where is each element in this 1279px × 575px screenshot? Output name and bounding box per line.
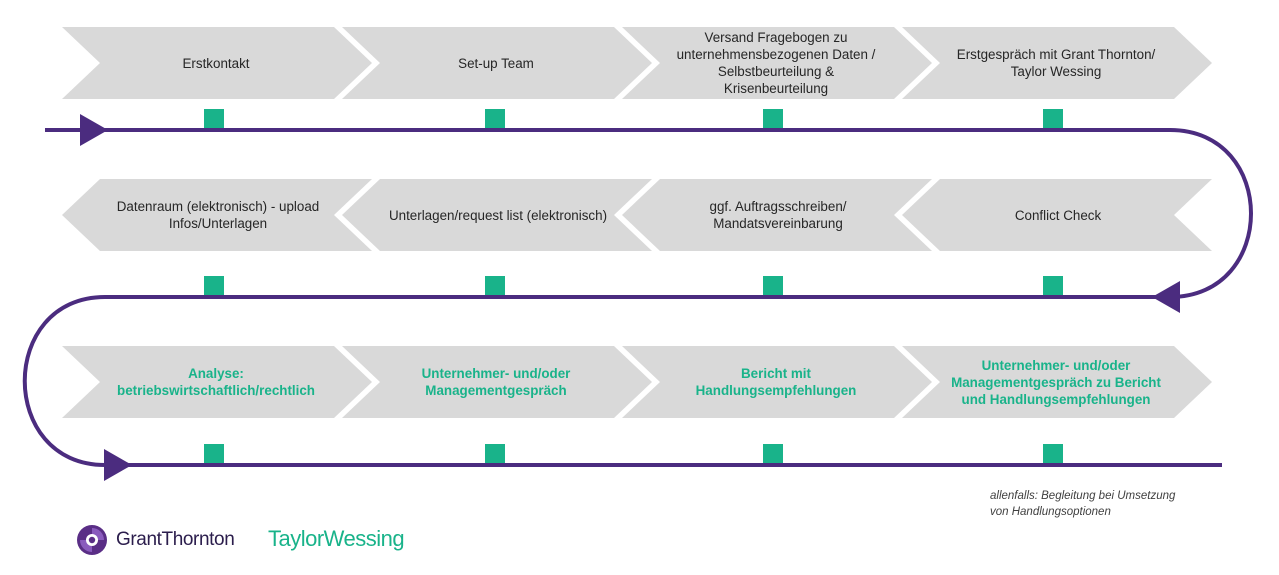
grant-thornton-wordmark: GrantThornton — [116, 529, 235, 550]
step-label: Unternehmer- und/oder Managementgespräch… — [951, 357, 1161, 407]
step-label: Set-up Team — [458, 55, 534, 71]
milestone-marker — [1043, 444, 1063, 463]
milestone-marker — [763, 109, 783, 128]
milestone-marker — [763, 444, 783, 463]
arrowhead-start — [80, 114, 108, 146]
milestone-marker — [204, 444, 224, 463]
step-label: Versand Fragebogen zu unternehmensbezoge… — [676, 30, 876, 96]
step-managementgespraech-bericht: Unternehmer- und/oder Managementgespräch… — [902, 346, 1212, 418]
step-auftragsschreiben: ggf. Auftragsschreiben/ Mandatsvereinbar… — [622, 179, 932, 251]
milestone-marker — [204, 276, 224, 295]
step-label: Bericht mit Handlungsempfehlungen — [695, 366, 857, 398]
milestone-marker — [763, 276, 783, 295]
milestone-marker — [1043, 109, 1063, 128]
step-label: Datenraum (elektronisch) - upload Infos/… — [116, 199, 320, 231]
step-set-up-team: Set-up Team — [342, 27, 652, 99]
milestone-marker — [204, 109, 224, 128]
timeline-line — [22, 128, 1253, 467]
step-erstgespraech: Erstgespräch mit Grant Thornton/ Taylor … — [902, 27, 1212, 99]
follow-up-note: allenfalls: Begleitung bei Umsetzung von… — [990, 488, 1175, 520]
arrowhead-middle — [1152, 281, 1180, 313]
step-managementgespraech: Unternehmer- und/oder Managementgespräch — [342, 346, 652, 418]
step-label: Erstgespräch mit Grant Thornton/ Taylor … — [956, 47, 1156, 79]
step-label: Conflict Check — [1014, 207, 1102, 223]
step-datenraum: Datenraum (elektronisch) - upload Infos/… — [62, 179, 372, 251]
step-conflict-check: Conflict Check — [902, 179, 1212, 251]
step-erstkontakt: Erstkontakt — [62, 27, 372, 99]
step-analyse: Analyse: betriebswirtschaftlich/rechtlic… — [62, 346, 372, 418]
milestone-marker — [485, 276, 505, 295]
milestone-marker — [485, 109, 505, 128]
step-label: Analyse: betriebswirtschaftlich/rechtlic… — [117, 366, 315, 398]
step-label: Unternehmer- und/oder Managementgespräch — [421, 366, 571, 398]
taylor-wessing-logo: TaylorWessing — [268, 526, 405, 551]
grant-thornton-emblem-icon — [77, 525, 107, 555]
step-unterlagen-request-list: Unterlagen/request list (elektronisch) — [342, 179, 652, 251]
step-label: Erstkontakt — [182, 55, 250, 71]
grant-thornton-logo: GrantThornton — [76, 524, 235, 556]
step-label: Unterlagen/request list (elektronisch) — [388, 207, 608, 223]
step-bericht: Bericht mit Handlungsempfehlungen — [622, 346, 932, 418]
milestone-marker — [485, 444, 505, 463]
step-label: ggf. Auftragsschreiben/ Mandatsvereinbar… — [709, 199, 847, 231]
step-versand-fragebogen: Versand Fragebogen zu unternehmensbezoge… — [622, 27, 932, 99]
milestone-marker — [1043, 276, 1063, 295]
note-line: von Handlungsoptionen — [990, 506, 1111, 518]
note-line: allenfalls: Begleitung bei Umsetzung — [990, 490, 1176, 502]
arrowhead-bottom — [104, 449, 132, 481]
